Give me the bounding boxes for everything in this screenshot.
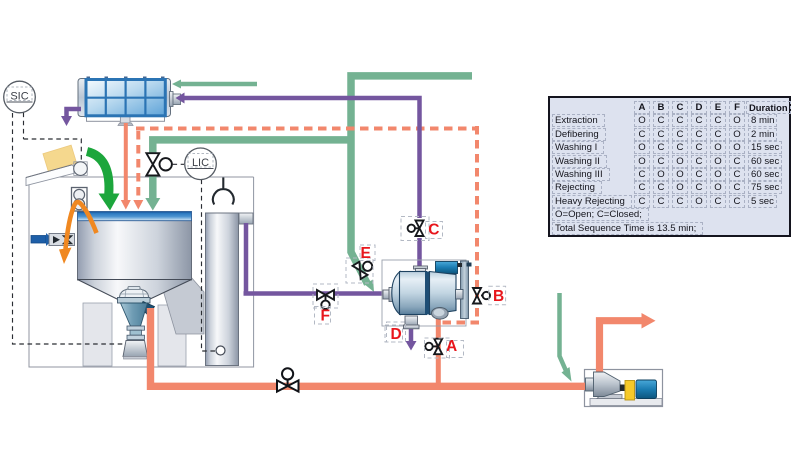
svg-text:B: B: [493, 288, 504, 305]
svg-text:D: D: [391, 326, 402, 343]
svg-text:LIC: LIC: [192, 157, 209, 169]
svg-text:F: F: [321, 308, 330, 325]
svg-text:A: A: [446, 338, 457, 355]
svg-text:SIC: SIC: [10, 91, 28, 103]
svg-text:E: E: [361, 245, 371, 262]
svg-text:C: C: [428, 222, 439, 239]
